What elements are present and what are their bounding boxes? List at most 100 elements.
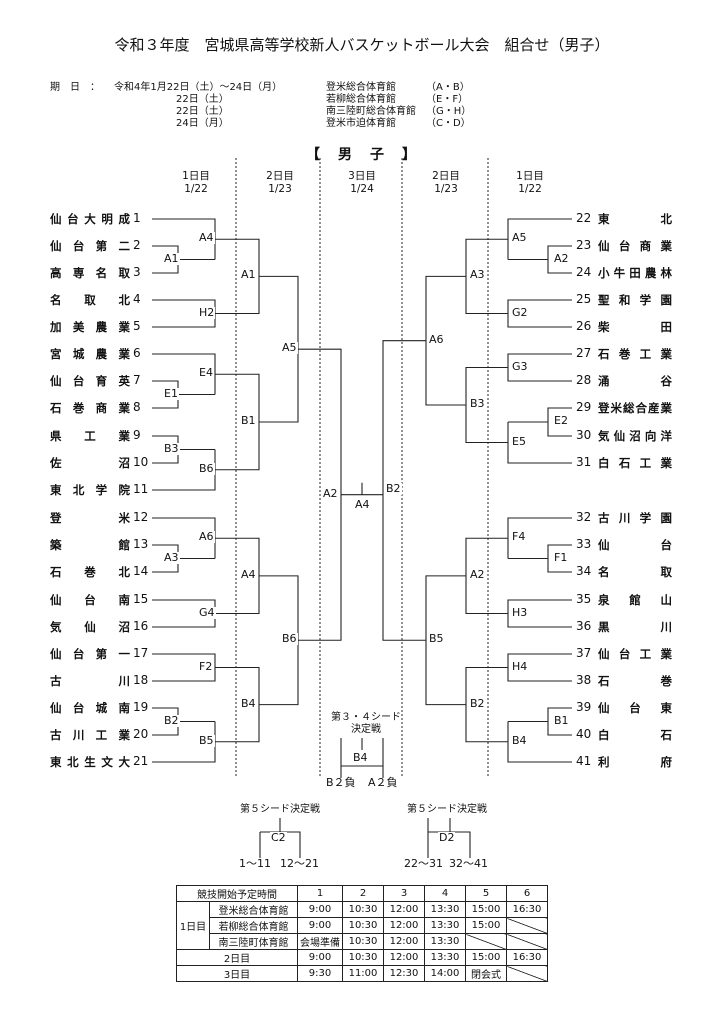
match-label: B2 [469,696,486,710]
venue-4: 登米市迫体育館 [326,118,396,129]
team-number-right: 30 [576,428,592,442]
bracket-line [382,340,426,641]
schedule-cell: 12:00 [383,901,425,918]
team-number-left: 19 [133,700,149,714]
period-label: 期 日 ： [50,82,100,93]
bracket-line [152,517,216,559]
match-label: G2 [511,305,529,319]
match-label: A1 [163,251,180,265]
match-label: B5 [428,632,445,646]
match-label: B3 [163,441,180,455]
schedule-cell: 9:00 [297,949,343,966]
team-name-left: 高専名取 [50,266,130,280]
match-label: H3 [511,605,529,619]
match-label: H4 [511,659,529,673]
schedule-cell: 12:00 [383,917,425,934]
team-number-left: 12 [133,510,149,524]
team-name-right: 石巻 [598,674,672,688]
match-label: B1 [240,414,257,427]
courts-2: （E・F） [426,94,469,105]
team-number-left: 2 [133,238,141,252]
team-name-left: 名取北 [50,293,130,307]
courts-4: （C・D） [426,118,471,129]
team-name-left: 仙台南 [50,593,130,607]
third-place-title: 第３・４シード決定戦 [331,712,401,735]
team-name-left: 仙台育英 [50,374,130,388]
match-label: F2 [198,659,214,673]
team-number-right: 37 [576,646,592,660]
schedule-cell-empty [506,965,548,982]
schedule-day-label: 1日目 [176,901,210,950]
match-label: A2 [469,567,486,581]
schedule-header-cell: 競技開始予定時間 [176,885,298,902]
team-number-left: 16 [133,619,149,633]
schedule-cell-empty [465,933,507,950]
venue-1: 登米総合体育館 [326,82,396,93]
fifth-c-right: 12～21 [280,857,319,870]
schedule-header-cell: 3 [383,885,425,902]
match-label: A1 [240,268,257,282]
period-date-2: 22日（土） [176,94,229,105]
team-name-right: 登米総合産業 [598,401,672,415]
team-name-left: 古川工業 [50,728,130,742]
schedule-header-cell: 6 [506,885,548,902]
team-number-right: 36 [576,619,592,633]
team-name-left: 石巻商業 [50,401,130,415]
team-name-left: 石巻北 [50,565,130,579]
match-label: B5 [198,733,215,747]
team-number-right: 41 [576,754,592,768]
team-number-right: 35 [576,592,592,606]
team-number-right: 24 [576,265,592,279]
schedule-cell: 9:30 [297,965,343,982]
schedule-row: 南三陸町体育館 会場準備 10:30 12:00 13:30 [177,933,548,950]
team-number-left: 9 [133,428,141,442]
team-name-left: 登米 [50,511,130,525]
team-name-right: 黒川 [598,620,672,634]
bracket-line [340,738,384,767]
match-label: E5 [511,434,527,448]
fifth-d-label: D2 [438,831,456,844]
match-label: B4 [240,696,257,710]
courts-1: （A・B） [426,82,470,93]
match-label: A5 [511,231,528,245]
fifth-d-title: 第５シード決定戦 [407,804,487,815]
team-name-right: 泉館山 [598,593,672,607]
team-name-right: 東北 [598,212,672,226]
page-title: 令和３年度 宮城県高等学校新人バスケットボール大会 組合せ（男子） [114,36,610,54]
schedule-day-label: 3日目 [176,965,298,982]
match-label: B4 [511,733,528,747]
schedule-cell: 13:30 [424,917,466,934]
team-number-right: 28 [576,373,592,387]
venue-2: 若柳総合体育館 [326,94,396,105]
schedule-row: 若柳総合体育館 9:00 10:30 12:00 13:30 15:00 [177,917,548,934]
match-label: A3 [469,268,486,282]
team-name-right: 石巻工業 [598,347,672,361]
team-number-right: 33 [576,537,592,551]
schedule-cell: 13:30 [424,901,466,918]
team-number-left: 17 [133,646,149,660]
match-label: G3 [511,359,529,373]
team-name-right: 古川学園 [598,511,672,525]
match-label: F1 [553,550,569,564]
third-place-left: B２負 [326,776,356,789]
schedule-cell: 12:00 [383,933,425,950]
team-number-left: 11 [133,482,149,496]
team-number-right: 31 [576,455,592,469]
courts-3: （G・H） [426,106,472,117]
schedule-cell: 9:00 [297,917,343,934]
match-label: E4 [198,366,214,380]
schedule-cell: 10:30 [342,917,384,934]
match-label: B3 [469,397,486,410]
schedule-header-row: 競技開始予定時間 1 2 3 4 5 6 [176,885,548,902]
schedule-table: 競技開始予定時間 1 2 3 4 5 6 1日目 登米総合体育館 9:00 10… [176,885,548,982]
schedule-row: 3日目 9:30 11:00 12:30 14:00 閉会式 [176,965,548,982]
schedule-cell: 会場準備 [297,933,343,950]
team-name-left: 佐沼 [50,456,130,470]
period-date-4: 24日（月） [176,118,229,129]
schedule-cell: 9:00 [297,901,343,918]
schedule-cell: 10:30 [342,949,384,966]
team-number-left: 14 [133,564,149,578]
